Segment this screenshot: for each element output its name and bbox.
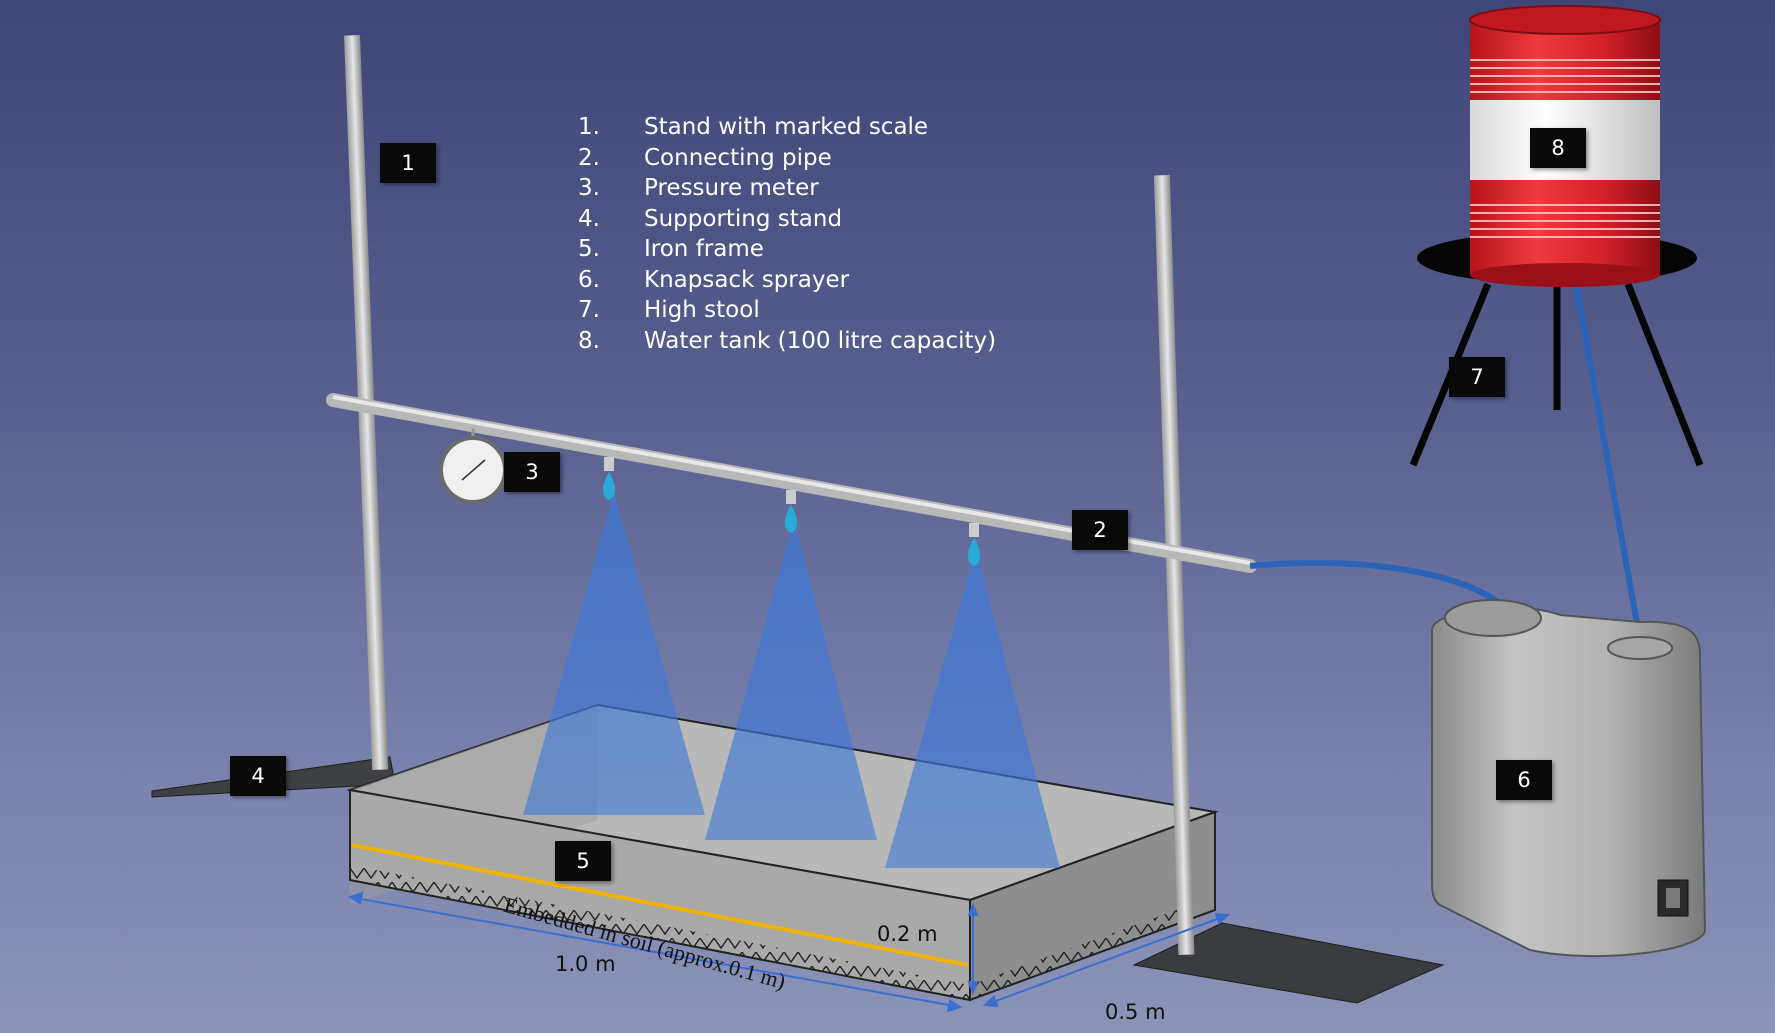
height-label: 0.2 m	[877, 922, 938, 946]
tag-4: 4	[230, 756, 286, 796]
legend-list: 1. Stand with marked scale 2. Connecting…	[578, 112, 996, 356]
spray-cones	[523, 493, 1060, 868]
legend-item: 4. Supporting stand	[578, 204, 996, 235]
legend-text: High stool	[644, 297, 760, 323]
tag-8: 8	[1530, 128, 1586, 168]
legend-number: 4.	[578, 205, 600, 232]
legend-item: 3. Pressure meter	[578, 173, 996, 204]
length-label: 1.0 m	[555, 952, 616, 976]
legend-text: Iron frame	[644, 236, 764, 262]
tag-7: 7	[1449, 357, 1505, 397]
legend-text: Pressure meter	[644, 175, 819, 201]
tag-2: 2	[1072, 510, 1128, 550]
legend-item: 1. Stand with marked scale	[578, 112, 996, 143]
legend-number: 1.	[578, 114, 600, 140]
legend-item: 2. Connecting pipe	[578, 143, 996, 174]
legend-item: 8. Water tank (100 litre capacity)	[578, 326, 996, 357]
dimension-arrows	[347, 891, 1231, 1013]
pressure-meter	[439, 428, 507, 504]
legend-number: 2.	[578, 144, 600, 171]
stand-pole-right	[1153, 174, 1195, 956]
width-label: 0.5 m	[1105, 1000, 1166, 1024]
tag-6: 6	[1496, 760, 1552, 800]
tag-5: 5	[555, 841, 611, 881]
tag-1: 1	[380, 143, 436, 183]
legend-text: Stand with marked scale	[644, 114, 929, 140]
legend-text: Knapsack sprayer	[644, 266, 850, 293]
legend-text: Supporting stand	[644, 205, 843, 232]
legend-item: 6. Knapsack sprayer	[578, 265, 996, 296]
legend-text: Connecting pipe	[644, 144, 832, 171]
legend-item: 5. Iron frame	[578, 234, 996, 265]
legend-number: 7.	[578, 297, 600, 323]
legend-text: Water tank (100 litre capacity)	[644, 327, 997, 354]
legend-item: 7. High stool	[578, 295, 996, 326]
legend-number: 8.	[578, 327, 600, 354]
knapsack-sprayer	[1431, 599, 1707, 958]
hose-pipe	[1249, 559, 1508, 611]
legend-number: 6.	[578, 266, 600, 293]
nozzles	[603, 457, 980, 566]
tag-3: 3	[504, 452, 560, 492]
legend-number: 5.	[578, 236, 600, 262]
legend-number: 3.	[578, 175, 600, 201]
barrel-hose	[1570, 267, 1643, 641]
